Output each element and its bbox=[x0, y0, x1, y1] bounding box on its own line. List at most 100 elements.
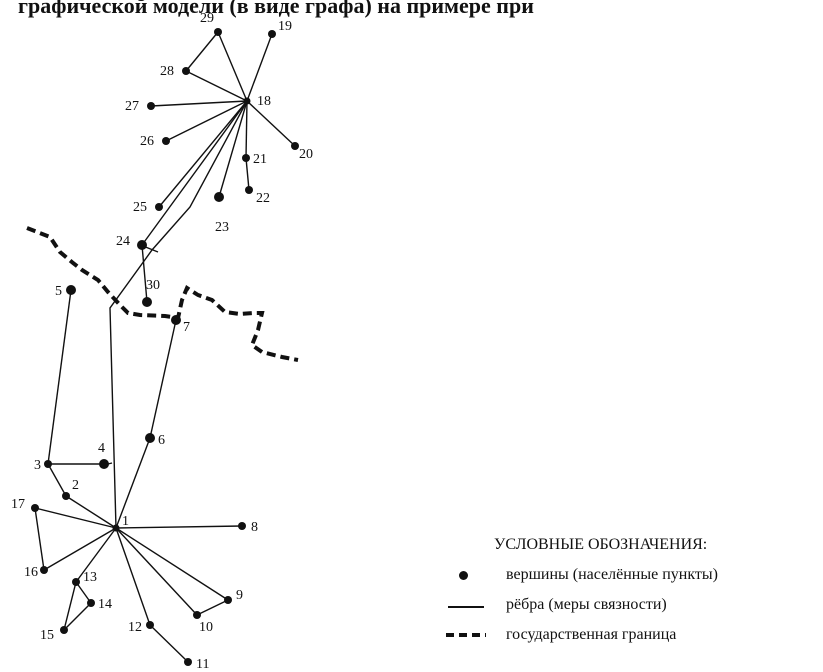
nodes-layer: 1234567891011121314151617181920212223242… bbox=[11, 11, 313, 672]
vertex-29 bbox=[214, 28, 222, 36]
vertex-20 bbox=[291, 142, 299, 150]
edge-10-9 bbox=[196, 599, 229, 616]
state-border-line bbox=[26, 226, 299, 362]
legend-title: УСЛОВНЫЕ ОБОЗНАЧЕНИЯ: bbox=[494, 536, 708, 553]
vertex-8 bbox=[238, 522, 246, 530]
legend-row-border: государственная граница bbox=[444, 626, 822, 644]
edge-12-11 bbox=[149, 624, 189, 663]
vertex-21 bbox=[242, 154, 250, 162]
edge-29-28 bbox=[185, 31, 219, 72]
vertex-label-7: 7 bbox=[183, 320, 190, 335]
vertex-30 bbox=[142, 297, 152, 307]
edge-18-19 bbox=[246, 33, 273, 102]
edge-1-8 bbox=[115, 525, 243, 529]
edge-14-15 bbox=[63, 602, 92, 631]
edge-16-1 bbox=[43, 527, 117, 571]
edge-21-22 bbox=[245, 157, 250, 191]
vertex-7 bbox=[171, 315, 181, 325]
edge-18-23 bbox=[218, 100, 248, 198]
vertex-label-10: 10 bbox=[199, 620, 213, 635]
vertex-label-21: 21 bbox=[253, 152, 267, 167]
edge-1-10 bbox=[115, 527, 198, 616]
vertex-label-2: 2 bbox=[72, 478, 79, 493]
vertex-label-20: 20 bbox=[299, 147, 313, 162]
vertex-label-3: 3 bbox=[34, 458, 41, 473]
vertex-label-24: 24 bbox=[116, 234, 130, 249]
vertex-5 bbox=[66, 285, 76, 295]
vertex-2 bbox=[62, 492, 70, 500]
vertex-label-25: 25 bbox=[133, 200, 147, 215]
edge-18-21 bbox=[245, 100, 248, 159]
vertex-label-13: 13 bbox=[83, 570, 97, 585]
vertex-3 bbox=[44, 460, 52, 468]
edge-17-16 bbox=[34, 507, 45, 571]
dashed-line-symbol-icon bbox=[444, 627, 488, 643]
edge-1-13 bbox=[75, 527, 117, 583]
vertex-24 bbox=[137, 240, 147, 250]
edge-24-30 bbox=[141, 244, 148, 303]
vertex-label-23: 23 bbox=[215, 220, 229, 235]
vertex-28 bbox=[182, 67, 190, 75]
vertex-label-18: 18 bbox=[257, 94, 271, 109]
edge-18-25 bbox=[158, 100, 248, 208]
edge-28-18 bbox=[185, 70, 248, 102]
vertex-11 bbox=[184, 658, 192, 666]
edge-18-24 bbox=[141, 100, 248, 246]
legend-label-border: государственная граница bbox=[506, 626, 677, 643]
edge-18-20 bbox=[246, 100, 296, 147]
vertex-label-9: 9 bbox=[236, 588, 243, 603]
legend-label-edges: рёбра (меры связности) bbox=[506, 596, 667, 613]
vertex-label-11: 11 bbox=[196, 657, 209, 672]
edge-18-29 bbox=[217, 31, 248, 102]
vertex-label-29: 29 bbox=[200, 11, 214, 26]
vertex-15 bbox=[60, 626, 68, 634]
edge-3-5 bbox=[47, 289, 72, 465]
edge-2-3 bbox=[47, 463, 67, 497]
edge-18-27 bbox=[150, 100, 248, 107]
edge-1-17 bbox=[34, 507, 117, 529]
vertex-18 bbox=[243, 97, 251, 105]
vertex-label-28: 28 bbox=[160, 64, 174, 79]
vertex-label-26: 26 bbox=[140, 134, 154, 149]
edge-1-9 bbox=[115, 527, 229, 601]
vertex-label-15: 15 bbox=[40, 628, 54, 643]
legend-label-vertices: вершины (населённые пункты) bbox=[506, 566, 718, 583]
edge-1-6 bbox=[115, 437, 151, 529]
vertex-label-14: 14 bbox=[98, 597, 112, 612]
edge-1-2 bbox=[65, 495, 117, 529]
vertex-17 bbox=[31, 504, 39, 512]
vertex-23 bbox=[214, 192, 224, 202]
edge-18-26 bbox=[165, 100, 248, 142]
edge-6-7 bbox=[149, 319, 177, 439]
edge-15-13 bbox=[63, 581, 77, 631]
vertex-label-8: 8 bbox=[251, 520, 258, 535]
vertex-27 bbox=[147, 102, 155, 110]
edge-13-14 bbox=[75, 581, 92, 604]
edge-1-12 bbox=[115, 527, 151, 626]
vertex-26 bbox=[162, 137, 170, 145]
vertex-10 bbox=[193, 611, 201, 619]
vertex-label-30: 30 bbox=[146, 278, 160, 293]
vertex-label-4: 4 bbox=[98, 441, 105, 456]
legend-row-edges: рёбра (меры связности) bbox=[444, 596, 822, 614]
vertex-1 bbox=[112, 524, 120, 532]
vertex-4 bbox=[99, 459, 109, 469]
trunk-layer bbox=[103, 100, 248, 529]
vertex-13 bbox=[72, 578, 80, 586]
vertex-label-12: 12 bbox=[128, 620, 142, 635]
dot-symbol-icon bbox=[444, 567, 488, 583]
vertex-label-27: 27 bbox=[125, 99, 139, 114]
vertex-label-22: 22 bbox=[256, 191, 270, 206]
vertex-label-1: 1 bbox=[122, 514, 129, 529]
vertex-label-17: 17 bbox=[11, 497, 25, 512]
vertex-label-19: 19 bbox=[278, 19, 292, 34]
vertex-16 bbox=[40, 566, 48, 574]
vertex-label-6: 6 bbox=[158, 433, 165, 448]
vertex-6 bbox=[145, 433, 155, 443]
legend: УСЛОВНЫЕ ОБОЗНАЧЕНИЯ: вершины (населённы… bbox=[444, 536, 822, 644]
vertex-label-5: 5 bbox=[55, 284, 62, 299]
vertex-19 bbox=[268, 30, 276, 38]
vertex-22 bbox=[245, 186, 253, 194]
vertex-label-16: 16 bbox=[24, 565, 38, 580]
